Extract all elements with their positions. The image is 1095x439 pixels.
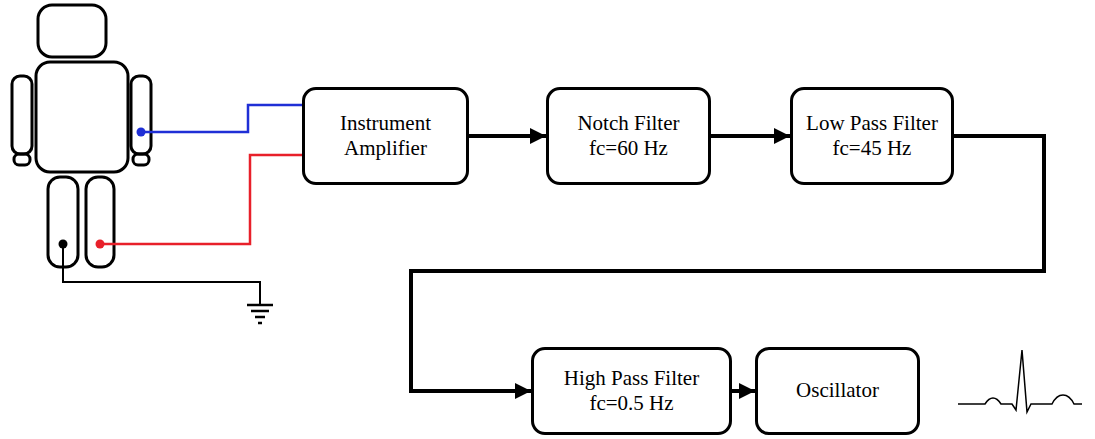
filter-box: Notch Filterfc=60 Hz: [546, 87, 711, 185]
cutoff-frequency: fc=45 Hz: [833, 136, 912, 161]
cutoff-frequency: fc=60 Hz: [589, 136, 668, 161]
box-title: Notch Filter: [577, 111, 679, 136]
filter-box: Low Pass Filterfc=45 Hz: [790, 87, 954, 185]
ground-symbol: [247, 305, 273, 323]
electrode: [59, 240, 68, 249]
box-title: High Pass Filter: [564, 366, 699, 391]
box-title: Instrument Amplifier: [315, 111, 456, 161]
left-hand: [14, 154, 30, 165]
amplifier-box: Instrument Amplifier: [302, 87, 469, 185]
cutoff-frequency: fc=0.5 Hz: [589, 391, 673, 416]
box-title: Low Pass Filter: [806, 111, 938, 136]
ground-wire: [63, 244, 260, 305]
right-arm: [131, 76, 151, 154]
signal-arrow: [469, 134, 546, 138]
head: [38, 5, 106, 57]
ecg-waveform: [958, 350, 1082, 412]
filter-box: High Pass Filterfc=0.5 Hz: [531, 347, 732, 435]
oscillator-box: Oscillator: [755, 347, 920, 435]
signal-arrow: [711, 134, 790, 138]
box-title: Oscillator: [796, 378, 879, 403]
blue-lead-wire: [141, 105, 303, 132]
torso: [36, 62, 128, 172]
left-arm: [12, 76, 32, 154]
right-leg: [86, 177, 114, 267]
electrode: [96, 240, 105, 249]
electrode: [137, 128, 146, 137]
right-hand: [133, 154, 149, 165]
signal-arrow: [732, 389, 755, 393]
red-lead-wire: [100, 155, 303, 244]
